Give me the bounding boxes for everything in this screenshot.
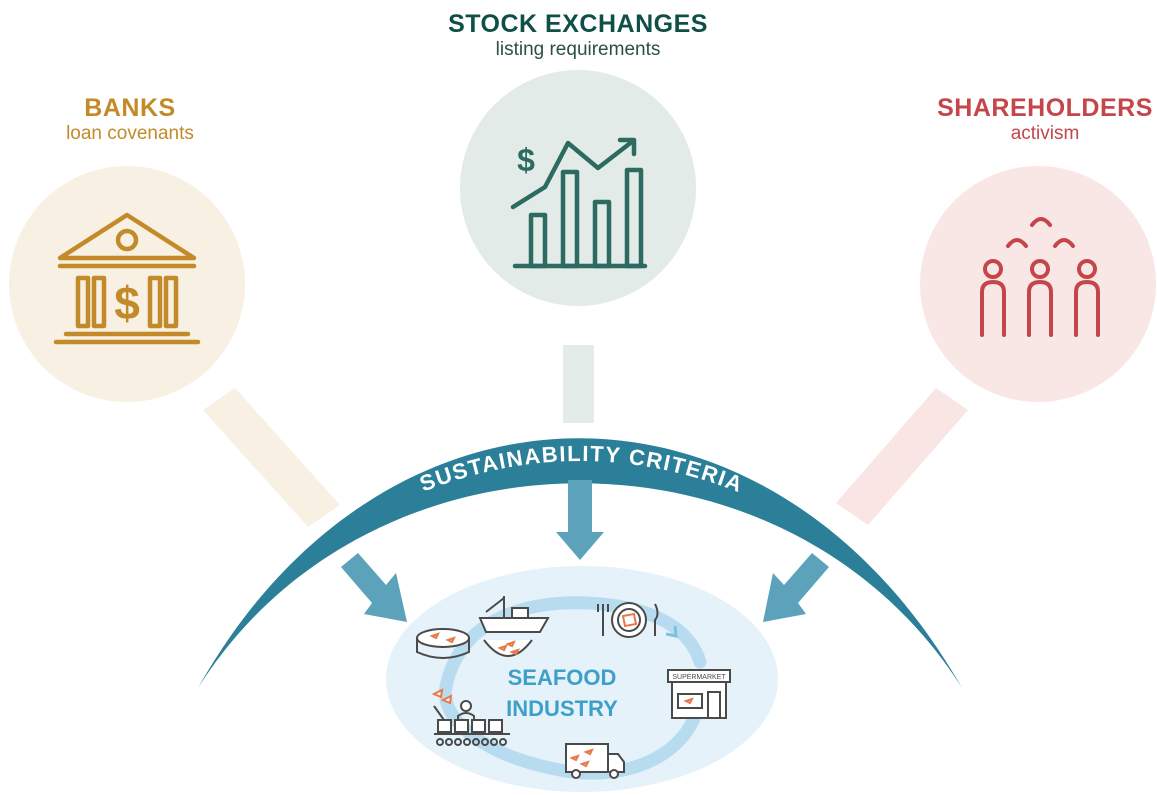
fish-pen-icon (416, 628, 470, 659)
seafood-industry-line1: SEAFOOD (507, 665, 617, 690)
banks-label: BANKS loan covenants (30, 94, 230, 146)
arrow-stock (556, 480, 604, 560)
conveyor-rollers (436, 738, 507, 746)
people-icon (980, 217, 1100, 337)
seafood-industry-label: SEAFOOD INDUSTRY (487, 662, 637, 724)
bank-icon: $ (53, 212, 201, 345)
stock-exchanges-title: STOCK EXCHANGES (448, 10, 708, 38)
shareholders-title: SHAREHOLDERS (937, 94, 1153, 122)
dollar-glyph: $ (114, 277, 140, 329)
stock-exchanges-subtitle: listing requirements (495, 39, 661, 60)
fishing-boat-icon (478, 596, 550, 657)
arrow-shareholders (763, 553, 829, 622)
banks-subtitle: loan covenants (66, 123, 194, 144)
dollar-glyph: $ (517, 142, 535, 178)
shareholders-label: SHAREHOLDERS activism (930, 94, 1157, 146)
arrow-banks (341, 553, 407, 622)
supermarket-sign: SUPERMARKET (672, 674, 726, 681)
truck-icon (565, 743, 625, 779)
faded-connector-stock (563, 345, 594, 423)
shareholders-subtitle: activism (1010, 123, 1080, 144)
stock-exchanges-label: STOCK EXCHANGES listing requirements (378, 10, 778, 62)
faded-connector-shareholders (836, 388, 968, 525)
faded-connector-banks (203, 388, 340, 527)
banks-title: BANKS (84, 94, 176, 122)
knife-icon (654, 603, 659, 636)
stock-chart-icon: $ (510, 137, 648, 269)
plate-icon (597, 602, 659, 638)
processing-conveyor-icon (431, 688, 510, 746)
supermarket-icon: SUPERMARKET (667, 669, 731, 719)
seafood-industry-line2: INDUSTRY (506, 696, 618, 721)
